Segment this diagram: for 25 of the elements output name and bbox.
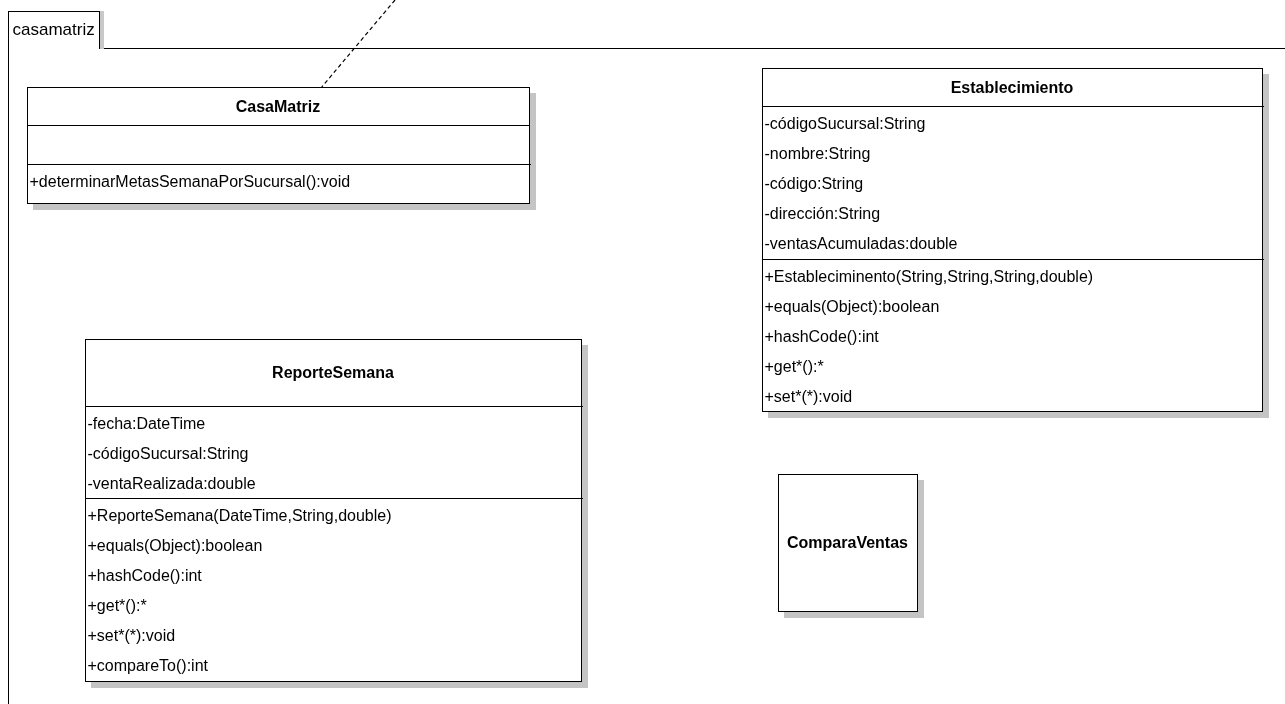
class-member: +hashCode():int bbox=[763, 327, 880, 347]
class-member: -nombre:String bbox=[763, 144, 872, 164]
class-member: -dirección:String bbox=[763, 204, 882, 224]
class-member: +equals(Object):boolean bbox=[86, 536, 264, 556]
class-member: -códigoSucursal:String bbox=[763, 114, 927, 134]
dependency-line bbox=[321, 0, 396, 88]
class-member: +set*(*):void bbox=[763, 387, 854, 407]
class-member: +get*():* bbox=[763, 357, 825, 377]
class-member: -ventasAcumuladas:double bbox=[763, 234, 959, 254]
class-member: -ventaRealizada:double bbox=[86, 474, 257, 494]
class-member: +set*(*):void bbox=[86, 626, 177, 646]
class-name: Establecimiento bbox=[949, 77, 1075, 98]
class-member: +determinarMetasSemanaPorSucursal():void bbox=[28, 172, 352, 192]
class-member: -códigoSucursal:String bbox=[86, 444, 250, 464]
class-member: -código:String bbox=[763, 174, 865, 194]
class-name: CasaMatriz bbox=[234, 96, 322, 117]
class-name: ReporteSemana bbox=[271, 362, 395, 383]
class-member: +Estableciminento(String,String,String,double) bbox=[763, 267, 1095, 287]
class-member: +equals(Object):boolean bbox=[763, 297, 941, 317]
class-member: +ReporteSemana(DateTime,String,double) bbox=[86, 506, 393, 526]
class-name: ComparaVentas bbox=[786, 532, 909, 553]
class-member: +get*():* bbox=[86, 596, 148, 616]
class-member: -fecha:DateTime bbox=[86, 414, 207, 434]
class-member: +compareTo():int bbox=[86, 656, 209, 676]
class-member: +hashCode():int bbox=[86, 566, 203, 586]
